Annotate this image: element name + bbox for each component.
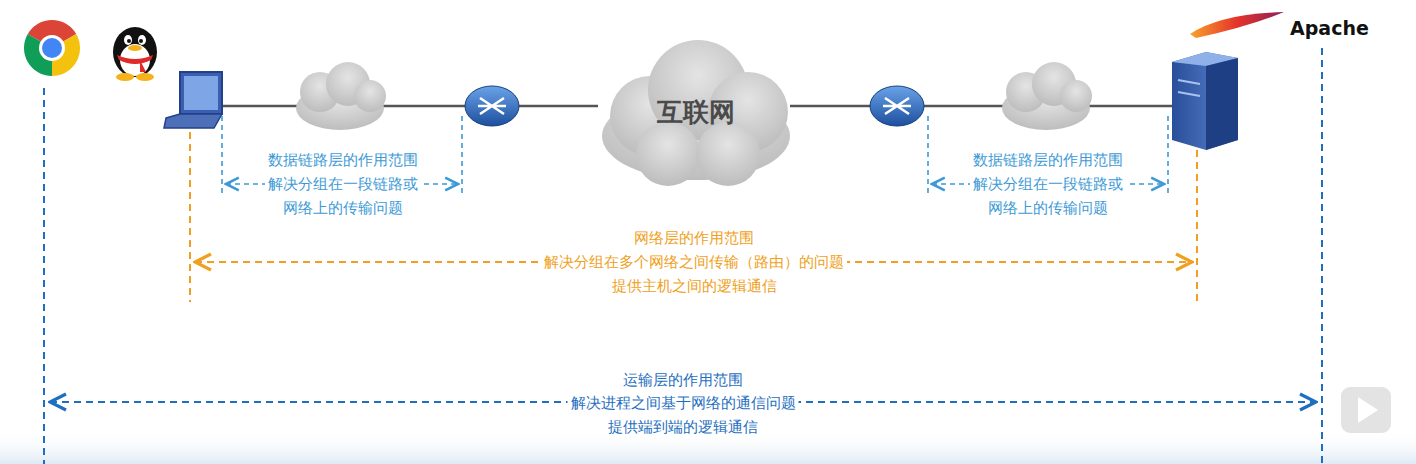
node-text: 互联网 bbox=[657, 95, 735, 130]
qq-penguin-icon bbox=[113, 27, 157, 81]
router-icon bbox=[465, 86, 519, 126]
scope-text: 解决分组在多个网络之间传输（路由）的问题 bbox=[541, 253, 847, 271]
scope-text: 解决分组在一段链路或 bbox=[970, 175, 1126, 193]
laptop-icon bbox=[164, 72, 222, 128]
scope-bracket bbox=[44, 48, 1322, 464]
apache-feather bbox=[1190, 12, 1284, 38]
scope-text: 解决分组在一段链路或 bbox=[265, 175, 421, 193]
scope-title: 运输层的作用范围 bbox=[620, 371, 746, 389]
play-watermark bbox=[1340, 386, 1392, 434]
network-cloud bbox=[1002, 62, 1092, 130]
internet-cloud: 互联网 bbox=[598, 36, 794, 188]
scope-title: 数据链路层的作用范围 bbox=[265, 151, 421, 169]
scope-title: 数据链路层的作用范围 bbox=[970, 151, 1126, 169]
router-icon bbox=[870, 86, 924, 126]
scope-title: 网络层的作用范围 bbox=[631, 229, 757, 247]
chrome-icon bbox=[24, 20, 80, 76]
scope-text: 网络上的传输问题 bbox=[280, 199, 406, 217]
scope-text: 提供主机之间的逻辑通信 bbox=[609, 277, 780, 295]
scope-text: 解决进程之间基于网络的通信问题 bbox=[568, 394, 799, 412]
logo-text: Apache bbox=[1287, 17, 1372, 40]
scope-text: 网络上的传输问题 bbox=[985, 199, 1111, 217]
server-icon bbox=[1172, 52, 1238, 150]
network-cloud bbox=[296, 62, 386, 130]
scope-text: 提供端到端的逻辑通信 bbox=[605, 418, 761, 436]
